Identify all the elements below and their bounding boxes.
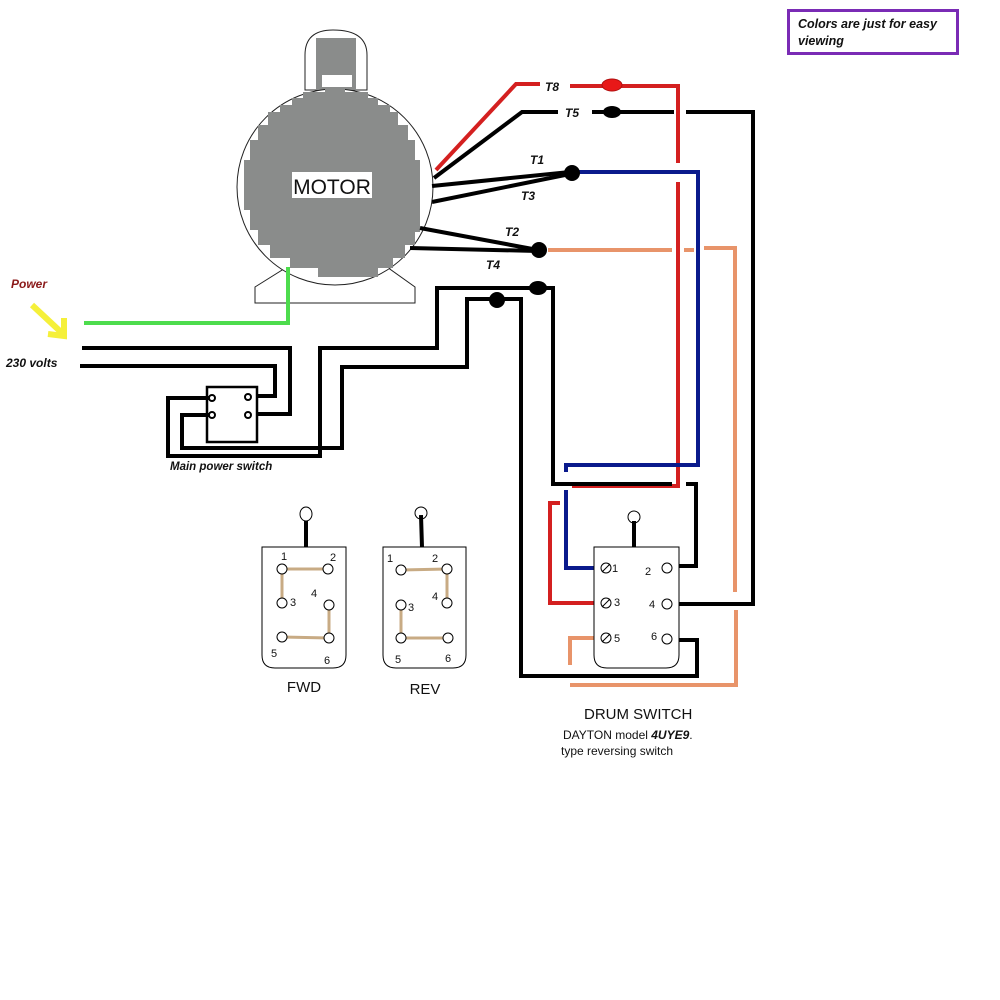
junction-t8 — [601, 78, 623, 92]
lead-t3 — [431, 172, 571, 204]
motor: MOTOR — [236, 29, 434, 304]
wire-t5-black — [592, 110, 755, 606]
lead-t2 — [419, 226, 539, 252]
wire-t8-red — [548, 84, 680, 605]
voltage-label: 230 volts — [5, 356, 58, 370]
rev-diagram — [382, 506, 467, 669]
fwd-term-2: 2 — [330, 552, 336, 564]
terminal-label-t2: T2 — [505, 225, 519, 239]
wire-line2-black — [497, 297, 699, 678]
rev-term-1: 1 — [387, 553, 393, 565]
drum-terminal-2 — [661, 562, 673, 574]
drum-term-3: 3 — [614, 597, 620, 609]
junction-line1 — [529, 281, 547, 295]
fwd-term-3: 3 — [290, 597, 296, 609]
motor-leads — [409, 82, 571, 253]
drum-model-number: 4UYE9 — [650, 728, 689, 742]
fwd-term-1: 1 — [281, 551, 287, 563]
fwd-label: FWD — [287, 679, 321, 696]
fwd-term-6: 6 — [324, 655, 330, 667]
wire-t1-blue — [564, 170, 700, 570]
drum-switch-type: type reversing switch — [561, 744, 673, 758]
rev-term-2: 2 — [432, 553, 438, 565]
drum-terminal-6 — [661, 633, 673, 645]
rev-term-6: 6 — [445, 653, 451, 665]
drum-switch-title: DRUM SWITCH — [584, 706, 692, 723]
junction-t1 — [564, 165, 580, 181]
drum-terminal-4 — [661, 598, 673, 610]
junction-t5 — [603, 106, 621, 118]
note-box: Colors are just for easy viewing — [787, 9, 959, 55]
lead-t4 — [409, 246, 539, 253]
drum-switch-model: DAYTON model 4UYE9. — [563, 728, 693, 742]
drum-switch — [593, 510, 680, 669]
terminal-label-t1: T1 — [530, 153, 544, 167]
wire-line1-black — [540, 286, 698, 568]
motor-label-bg — [292, 172, 372, 198]
drum-model-prefix: DAYTON model — [563, 728, 651, 742]
power-arrow-icon — [29, 302, 67, 340]
fwd-diagram — [261, 506, 347, 669]
drum-term-2: 2 — [645, 566, 651, 578]
junction-line2 — [489, 292, 505, 308]
rev-term-3: 3 — [408, 602, 414, 614]
drum-term-5: 5 — [614, 633, 620, 645]
fwd-term-5: 5 — [271, 648, 277, 660]
note-text: Colors are just for easy viewing — [798, 17, 937, 48]
ground-wire — [84, 267, 290, 325]
terminal-label-t3: T3 — [521, 189, 535, 203]
motor-label: MOTOR — [293, 176, 371, 199]
junctions — [489, 78, 623, 308]
drum-model-suffix: . — [689, 728, 692, 742]
terminal-label-t8: T8 — [545, 80, 559, 94]
terminal-label-t4: T4 — [486, 258, 500, 272]
drum-term-4: 4 — [649, 599, 655, 611]
lead-t1 — [431, 170, 571, 188]
drum-term-6: 6 — [651, 631, 657, 643]
main-switch-label: Main power switch — [170, 461, 272, 473]
main-power-switch — [205, 385, 259, 444]
lead-t5 — [432, 110, 558, 180]
lead-t8 — [434, 82, 540, 172]
wire-t2-orange — [548, 246, 738, 687]
supply-wires — [80, 346, 292, 416]
power-label: Power — [11, 277, 48, 291]
terminal-label-t5: T5 — [565, 106, 579, 120]
rev-term-5: 5 — [395, 654, 401, 666]
rev-term-4: 4 — [432, 591, 438, 603]
fwd-term-4: 4 — [311, 588, 317, 600]
switch-output-wires — [166, 286, 538, 458]
junction-t2 — [531, 242, 547, 258]
rev-label: REV — [410, 681, 441, 698]
drum-term-1: 1 — [612, 563, 618, 575]
